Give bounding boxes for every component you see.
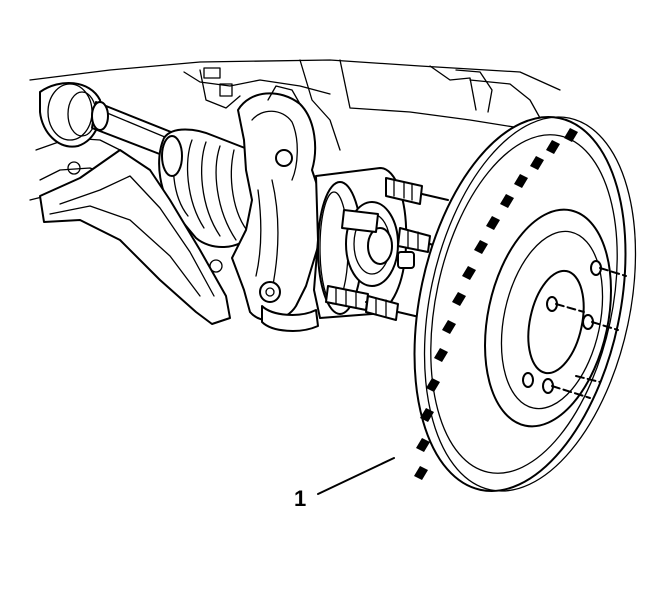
wheel-hub-bearing bbox=[313, 167, 457, 321]
callout-1-label: 1 bbox=[294, 486, 307, 511]
drive-axle-shaft bbox=[39, 81, 177, 159]
steering-knuckle bbox=[231, 85, 323, 332]
cv-joint-boot bbox=[158, 128, 264, 249]
brake-rotor bbox=[413, 115, 637, 493]
rotor-cooling-vanes bbox=[414, 128, 578, 480]
callout-1-leader bbox=[317, 457, 395, 495]
lower-control-arm bbox=[39, 149, 231, 325]
